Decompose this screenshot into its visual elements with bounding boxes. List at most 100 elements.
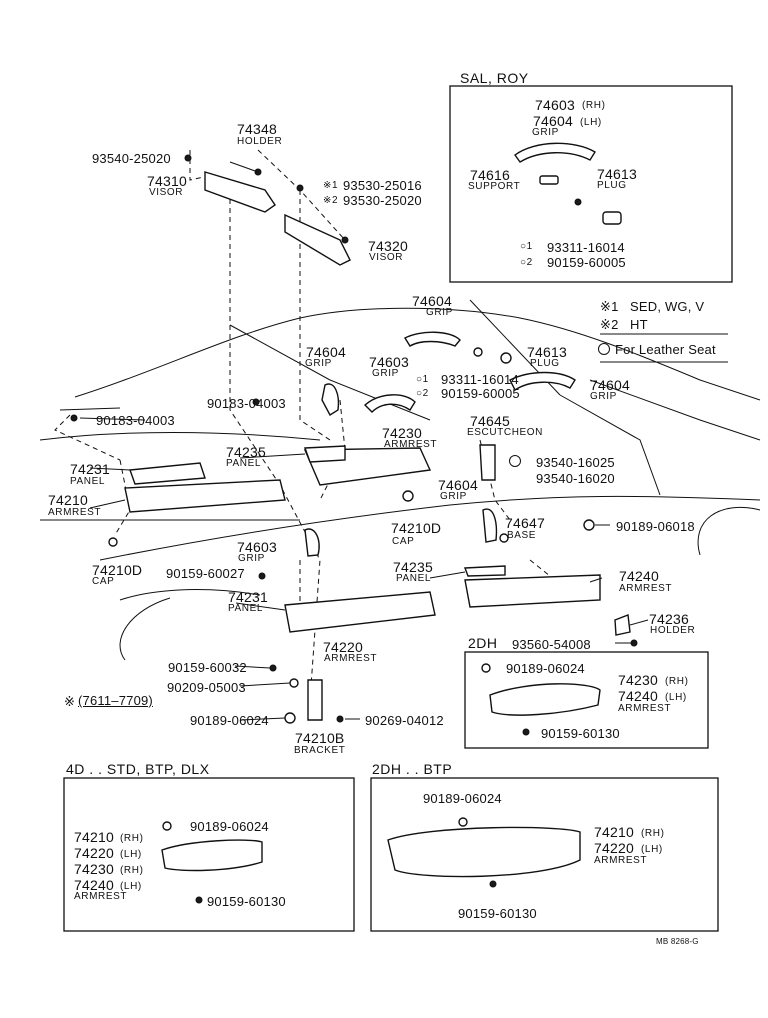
screw-90159-4d-label: 90159-60130 xyxy=(207,894,286,909)
bolt-90159-main-label: 90159-60005 xyxy=(441,386,520,401)
circle-mark-2-main: ○2 xyxy=(416,388,429,399)
rh-btp-label: (RH) xyxy=(641,828,665,839)
part-74210-btp-label: 74210 xyxy=(594,824,634,840)
armrest-74210-label: ARMREST xyxy=(48,507,102,518)
grip-top-label: GRIP xyxy=(426,307,453,318)
bolt-93311-main-label: 93311-16014 xyxy=(441,372,519,387)
part-74604-door-label: 74604 xyxy=(438,477,478,493)
screw-90159-btp-label: 90159-60130 xyxy=(458,906,537,921)
panel-74235-door xyxy=(464,565,506,577)
part-74604-left-label: 74604 xyxy=(306,344,346,360)
circle-mark-2: ○2 xyxy=(520,257,533,268)
escutcheon-74645 xyxy=(479,444,496,481)
legend-mark-1: ※1 xyxy=(600,299,619,314)
range-note: (7611–7709) xyxy=(78,693,153,708)
grip-74603-lower xyxy=(304,528,320,557)
lh-2dh-label: (LH) xyxy=(665,692,687,703)
grip-lower-label: GRIP xyxy=(238,553,265,564)
part-74240-2dh-label: 74240 xyxy=(618,688,658,704)
screw-93560-54008-label: 93560-54008 xyxy=(512,637,591,652)
circle-mark-1-main: ○1 xyxy=(416,374,429,385)
armrest-74240-label: ARMREST xyxy=(619,583,673,594)
part-74604-label: 74604 xyxy=(533,113,573,129)
rh-2dh-label: (RH) xyxy=(665,676,689,687)
bolt-93311-16014-label: 93311-16014 xyxy=(547,240,625,255)
part-74210-4d-label: 74210 xyxy=(74,829,114,845)
part-74235-label: 74235 xyxy=(226,444,266,460)
clip-90209-05003-label: 90209-05003 xyxy=(167,680,246,695)
panel-74231 xyxy=(129,462,206,485)
part-74210b-label: 74210B xyxy=(295,730,345,746)
nut-90189-btp-label: 90189-06024 xyxy=(423,791,502,806)
leather-seat-icon xyxy=(598,343,610,355)
grip-left-label: GRIP xyxy=(305,358,332,369)
grip-inset xyxy=(514,142,596,163)
nut-90189-4d-label: 90189-06024 xyxy=(190,819,269,834)
grip-74604-right xyxy=(509,371,576,392)
part-74348-label: 74348 xyxy=(237,121,277,137)
bracket-74210b xyxy=(307,679,323,721)
visor-74310 xyxy=(204,171,276,213)
visor-label: VISOR xyxy=(149,187,184,198)
leather-seat-text: For Leather Seat xyxy=(615,342,716,357)
base-label: BASE xyxy=(507,530,537,541)
part-74320-label: 74320 xyxy=(368,238,408,254)
screw-90159-2dh-label: 90159-60130 xyxy=(541,726,620,741)
lh-btp-label: (LH) xyxy=(641,844,663,855)
4d-box xyxy=(63,777,355,932)
part-74236-label: 74236 xyxy=(649,611,689,627)
sal-roy-label: SAL, ROY xyxy=(460,70,529,86)
plug-74613-inset xyxy=(602,211,622,225)
part-74616-label: 74616 xyxy=(470,167,510,183)
sal-roy-box xyxy=(449,85,733,283)
holder-74236-label: HOLDER xyxy=(650,625,696,636)
part-74231-door-label: 74231 xyxy=(228,589,268,605)
armrest-4d-label: ARMREST xyxy=(74,891,128,902)
screw-93540-25020-label: 93540-25020 xyxy=(92,151,171,166)
armrest-74220 xyxy=(284,591,436,633)
part-74231-label: 74231 xyxy=(70,461,110,477)
panel-door-label: PANEL xyxy=(396,573,432,584)
part-74645-label: 74645 xyxy=(470,413,510,429)
holder-74236 xyxy=(614,614,631,636)
legend-mark-2: ※2 xyxy=(600,317,619,332)
mark-1: ※1 xyxy=(323,180,339,191)
panel-74235-label: PANEL xyxy=(226,458,262,469)
part-74210d-left-label: 74210D xyxy=(92,562,143,578)
screw-90269-04012-label: 90269-04012 xyxy=(365,713,444,728)
part-74230-label: 74230 xyxy=(382,425,422,441)
clip-90183-lower-label: 90183-04003 xyxy=(96,413,175,428)
rh-label: (RH) xyxy=(582,100,606,111)
part-74647-label: 74647 xyxy=(505,515,545,531)
cap-left-label: CAP xyxy=(92,576,115,587)
armrest-btp-label: ARMREST xyxy=(594,855,648,866)
part-74240-4d-label: 74240 xyxy=(74,877,114,893)
screw-90159-60027-label: 90159-60027 xyxy=(166,566,245,581)
screw-93540-16025-label: 93540-16025 xyxy=(536,455,615,470)
clip-90183-upper-label: 90183-04003 xyxy=(207,396,286,411)
grip-mid-label: GRIP xyxy=(372,368,399,379)
2dh-btp-box xyxy=(370,777,719,932)
grip-74604-left xyxy=(321,383,340,416)
support-label: SUPPORT xyxy=(468,181,521,192)
lh-4d-74240: (LH) xyxy=(120,881,142,892)
legend-2-text: HT xyxy=(630,317,648,332)
screw-90159-60032-label: 90159-60032 xyxy=(168,660,247,675)
panel-74231-door-label: PANEL xyxy=(228,603,264,614)
visor-74320 xyxy=(284,213,351,266)
lh-4d-74220: (LH) xyxy=(120,849,142,860)
armrest-74240 xyxy=(464,574,601,608)
part-74210-label: 74210 xyxy=(48,492,88,508)
armrest-2dh xyxy=(489,683,601,716)
armrest-74230-label: ARMREST xyxy=(384,439,438,450)
part-74604-top-label: 74604 xyxy=(412,293,452,309)
part-74613-label: 74613 xyxy=(597,166,637,182)
bracket-label: BRACKET xyxy=(294,745,346,756)
escutcheon-label: ESCUTCHEON xyxy=(467,427,544,438)
holder-label: HOLDER xyxy=(237,136,283,147)
cap-label: CAP xyxy=(392,536,415,547)
armrest-74210 xyxy=(124,479,286,513)
range-mark: ※ xyxy=(64,694,76,709)
part-74220-btp-label: 74220 xyxy=(594,840,634,856)
grip-74603-mid xyxy=(363,394,416,413)
